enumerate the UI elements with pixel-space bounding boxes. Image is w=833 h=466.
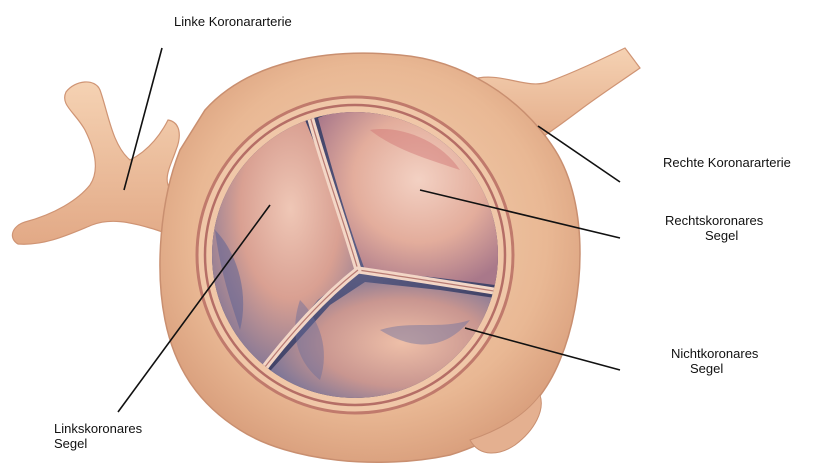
- label-left-coronary-cusp-line1: Linkskoronares: [54, 421, 142, 436]
- label-left-coronary-cusp: Linkskoronares Segel: [54, 421, 142, 451]
- label-non-coronary-cusp-line2: Segel: [671, 361, 758, 376]
- label-left-coronary-artery: Linke Koronararterie: [174, 14, 292, 29]
- label-right-coronary-cusp-line1: Rechtskoronares: [665, 213, 763, 228]
- label-non-coronary-cusp: Nichtkoronares Segel: [671, 346, 758, 376]
- label-non-coronary-cusp-line1: Nichtkoronares: [671, 346, 758, 361]
- label-right-coronary-artery: Rechte Koronararterie: [663, 155, 791, 170]
- label-right-coronary-cusp: Rechtskoronares Segel: [665, 213, 763, 243]
- label-left-coronary-cusp-line2: Segel: [54, 436, 142, 451]
- label-right-coronary-cusp-line2: Segel: [665, 228, 763, 243]
